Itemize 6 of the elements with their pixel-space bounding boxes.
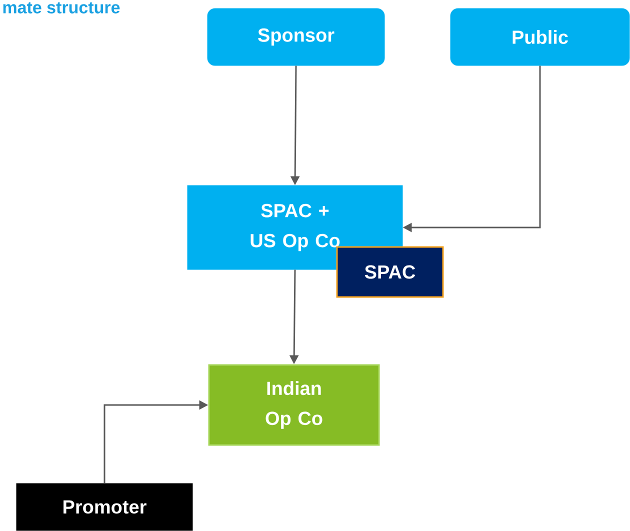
entity-box: Public bbox=[450, 8, 630, 66]
entity-box: Promoter bbox=[16, 483, 193, 531]
entity-box: SPAC bbox=[336, 246, 444, 298]
entity-box: Sponsor bbox=[207, 8, 385, 66]
entity-box: Indian Op Co bbox=[208, 364, 380, 446]
title: mate structure bbox=[3, 2, 120, 14]
